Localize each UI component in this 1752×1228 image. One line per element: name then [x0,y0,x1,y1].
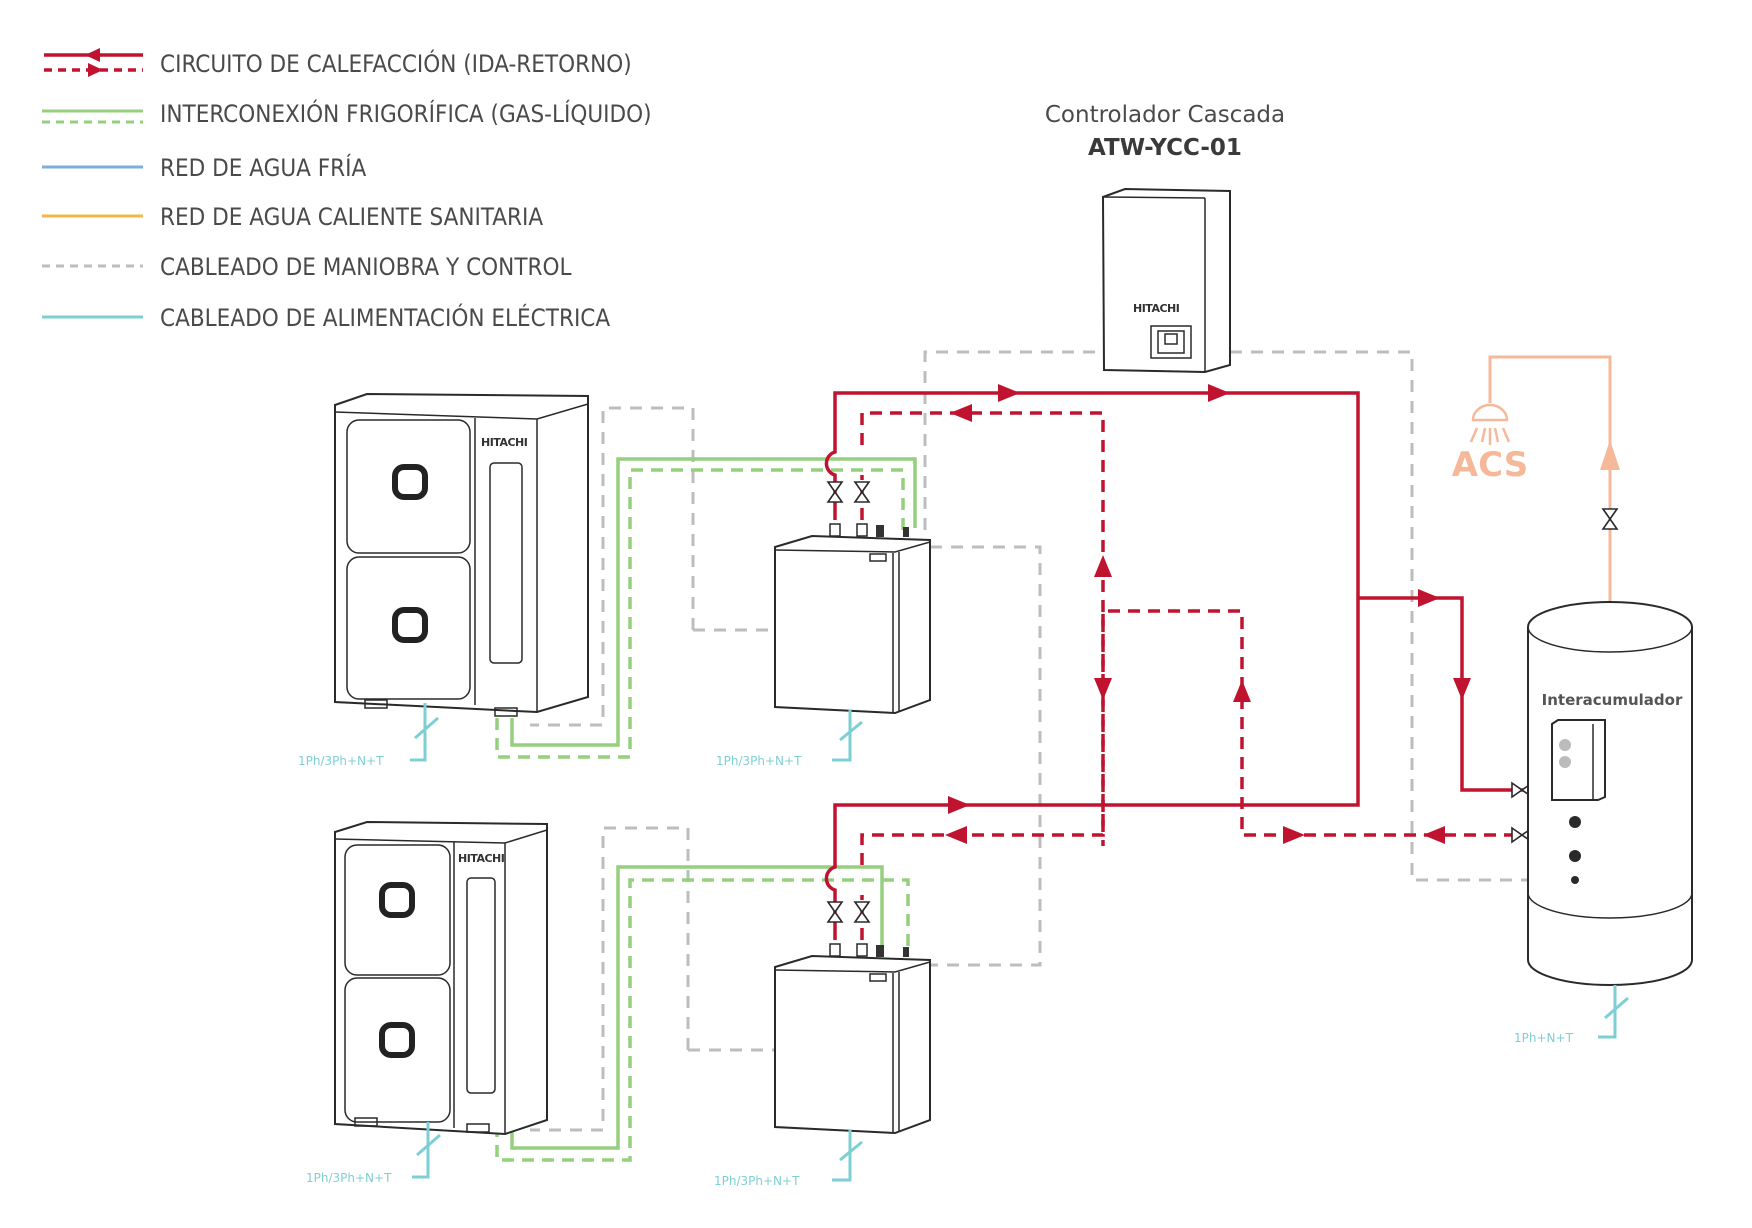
control-wiring [530,350,1580,1132]
outdoor-unit-1: HITACHI [334,392,589,717]
flow-arrow-icon [1208,384,1230,402]
outdoor-unit-brand: HITACHI [481,436,528,449]
hydro-unit-1 [774,523,931,715]
legend-item-power: CABLEADO DE ALIMENTACIÓN ELÉCTRICA [42,302,610,332]
indicator-light-icon [1559,739,1571,751]
flow-arrow-icon [1283,826,1305,844]
refrigerant-lines [495,457,917,1162]
valve-icon [854,481,870,503]
hydro-unit-2 [774,943,931,1135]
legend-label-power: CABLEADO DE ALIMENTACIÓN ELÉCTRICA [160,302,610,332]
tank-port-icon [1569,816,1581,828]
hydro-unit-1-power-label: 1Ph/3Ph+N+T [716,754,802,768]
tank-port-icon [1569,850,1581,862]
valve-icon [827,901,843,923]
acs-arrow-up-icon [1600,440,1620,470]
tank-power: 1Ph+N+T [1514,985,1629,1045]
flow-arrow-icon [950,404,972,422]
fan-icon [392,607,428,643]
legend-arrow-left-icon [85,48,100,62]
flow-arrow-icon [1453,678,1471,700]
heating-circuit [824,384,1540,940]
flow-arrow-icon [1423,826,1445,844]
flow-arrow-icon [948,796,970,814]
legend-label-control: CABLEADO DE MANIOBRA Y CONTROL [160,253,572,281]
legend-item-cold-water: RED DE AGUA FRÍA [42,153,367,182]
controller-brand: HITACHI [1133,302,1180,315]
outdoor-unit-2: HITACHI [334,820,548,1136]
flow-arrow-icon [1094,678,1112,700]
legend-arrow-right-icon [88,63,103,77]
valve-icon [827,481,843,503]
shower-icon [1469,403,1511,445]
tank-port-icon [1571,876,1579,884]
fan-icon [379,882,415,918]
outdoor-unit-2-power-label: 1Ph/3Ph+N+T [306,1171,392,1185]
storage-tank: Interacumulador [1527,601,1693,986]
legend-label-hot-water: RED DE AGUA CALIENTE SANITARIA [160,203,543,231]
outdoor-unit-1-power-label: 1Ph/3Ph+N+T [298,754,384,768]
acs-outlet: ACS [1452,355,1620,605]
legend-label-refrigerant: INTERCONEXIÓN FRIGORÍFICA (GAS-LÍQUIDO) [160,98,652,128]
legend-item-control: CABLEADO DE MANIOBRA Y CONTROL [42,253,572,281]
flow-arrow-icon [1233,680,1251,702]
fan-icon [392,464,428,500]
hydro-unit-1-power: 1Ph/3Ph+N+T [716,710,863,768]
fan-icon [379,1022,415,1058]
tank-label: Interacumulador [1542,691,1683,709]
flow-arrow-icon [1094,555,1112,577]
flow-arrow-icon [945,826,967,844]
legend: CIRCUITO DE CALEFACCIÓN (IDA-RETORNO) IN… [42,48,652,332]
outdoor-unit-1-power: 1Ph/3Ph+N+T [298,703,439,768]
flow-arrow-icon [998,384,1020,402]
legend-label-heating: CIRCUITO DE CALEFACCIÓN (IDA-RETORNO) [160,48,632,78]
tank-power-label: 1Ph+N+T [1514,1031,1574,1045]
valve-icon [854,901,870,923]
controller-display-icon [1150,325,1192,359]
valve-icon [1602,508,1618,530]
indicator-light-icon [1559,756,1571,768]
legend-item-heating: CIRCUITO DE CALEFACCIÓN (IDA-RETORNO) [44,48,632,78]
outdoor-unit-2-power: 1Ph/3Ph+N+T [306,1122,441,1185]
legend-label-cold-water: RED DE AGUA FRÍA [160,153,367,182]
legend-item-hot-water: RED DE AGUA CALIENTE SANITARIA [42,203,543,231]
legend-item-refrigerant: INTERCONEXIÓN FRIGORÍFICA (GAS-LÍQUIDO) [42,98,652,128]
hydro-unit-2-power-label: 1Ph/3Ph+N+T [714,1174,800,1188]
flow-arrow-icon [1418,589,1440,607]
outdoor-unit-brand: HITACHI [458,852,505,865]
cascade-controller: Controlador Cascada ATW-YCC-01 HITACHI [1045,102,1285,374]
acs-label: ACS [1452,445,1528,485]
controller-model: ATW-YCC-01 [1088,135,1242,161]
controller-title: Controlador Cascada [1045,102,1285,128]
hydro-unit-2-power: 1Ph/3Ph+N+T [714,1130,863,1188]
